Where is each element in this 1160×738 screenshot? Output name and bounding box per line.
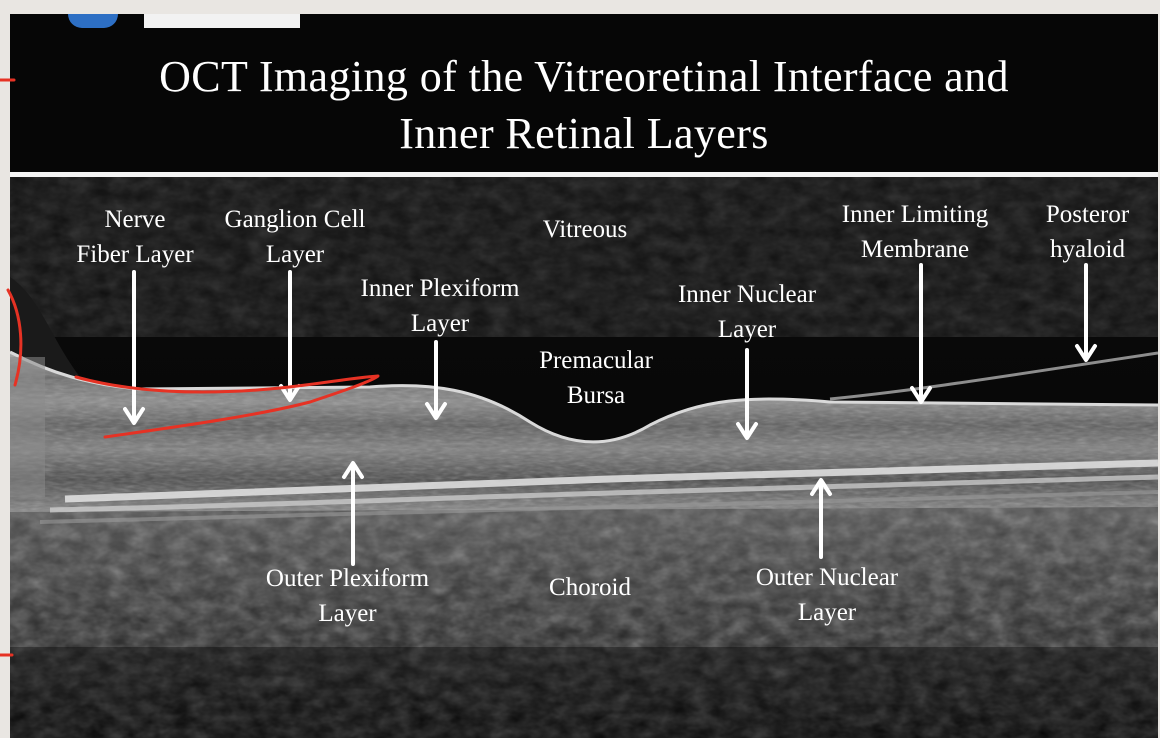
oct-scan-figure: Nerve Fiber Layer Ganglion Cell Layer Vi… bbox=[10, 177, 1158, 738]
label-vitreous: Vitreous bbox=[505, 212, 665, 247]
slide-title: OCT Imaging of the Vitreoretinal Interfa… bbox=[10, 48, 1158, 162]
slide: OCT Imaging of the Vitreoretinal Interfa… bbox=[10, 14, 1158, 738]
label-outer-nuclear-layer: Outer Nuclear Layer bbox=[722, 560, 932, 630]
label-ganglion-cell-layer: Ganglion Cell Layer bbox=[200, 202, 390, 272]
label-premacular-bursa: Premacular Bursa bbox=[506, 343, 686, 413]
logo-badge bbox=[68, 14, 118, 28]
label-inner-limiting-membrane: Inner Limiting Membrane bbox=[815, 197, 1015, 267]
label-inner-nuclear-layer: Inner Nuclear Layer bbox=[647, 277, 847, 347]
logo-strip bbox=[144, 14, 300, 28]
label-posterior-hyaloid: Posteror hyaloid bbox=[1025, 197, 1150, 267]
label-outer-plexiform-layer: Outer Plexiform Layer bbox=[235, 561, 460, 631]
label-inner-plexiform-layer: Inner Plexiform Layer bbox=[330, 271, 550, 341]
label-choroid: Choroid bbox=[520, 570, 660, 605]
